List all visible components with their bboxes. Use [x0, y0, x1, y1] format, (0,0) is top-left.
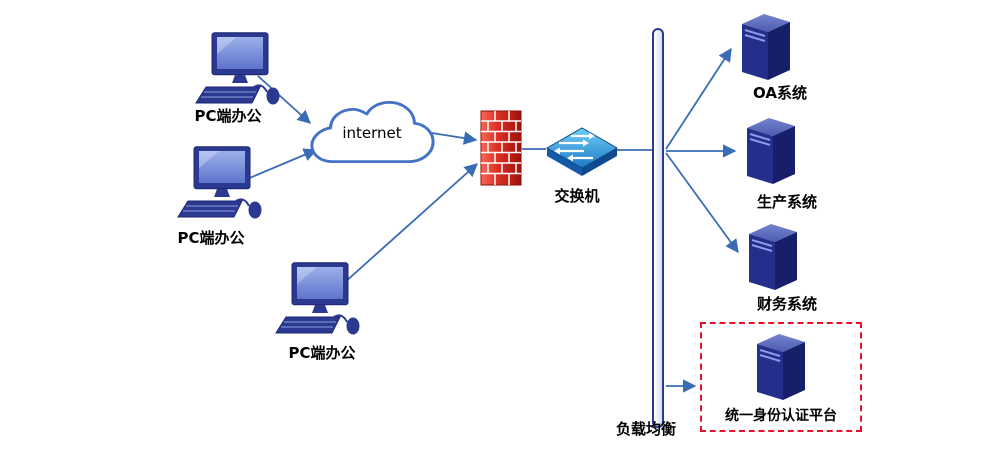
internet-label: internet	[342, 124, 402, 142]
desktop-computer-icon	[195, 32, 280, 105]
server-auth-platform	[750, 332, 812, 402]
switch-icon	[545, 127, 619, 176]
internet-cloud	[305, 96, 440, 168]
server-auth-platform-label: 统一身份认证平台	[725, 408, 837, 424]
load-balancer-label: 负载均衡	[615, 420, 677, 438]
server-oa-label: OA系统	[753, 84, 807, 102]
pc-client-2	[172, 146, 267, 222]
network-switch	[543, 122, 621, 182]
edge-lb-finance-server	[665, 152, 739, 254]
desktop-computer-icon	[275, 262, 360, 335]
server-tower-icon	[749, 224, 797, 290]
switch-label: 交换机	[554, 187, 600, 205]
server-tower-icon	[757, 334, 805, 400]
pc-client-1	[190, 32, 285, 108]
server-finance-label: 财务系统	[756, 295, 818, 313]
pc-client-3	[270, 262, 365, 338]
edge-lb-oa-server	[665, 47, 732, 150]
load-balancer-bar	[652, 28, 664, 428]
server-finance	[742, 222, 804, 292]
pc-client-2-label: PC端办公	[177, 229, 245, 247]
firewall-icon	[480, 110, 522, 186]
server-oa	[735, 12, 797, 82]
server-tower-icon	[742, 14, 790, 80]
auth-platform-highlight-box	[700, 322, 862, 432]
firewall	[480, 110, 522, 186]
pc-client-1-label: PC端办公	[194, 107, 262, 125]
server-production	[740, 116, 802, 186]
cloud-icon	[310, 100, 435, 164]
server-production-label: 生产系统	[756, 193, 818, 211]
server-tower-icon	[747, 118, 795, 184]
pc-client-3-label: PC端办公	[288, 344, 356, 362]
desktop-computer-icon	[177, 146, 262, 219]
